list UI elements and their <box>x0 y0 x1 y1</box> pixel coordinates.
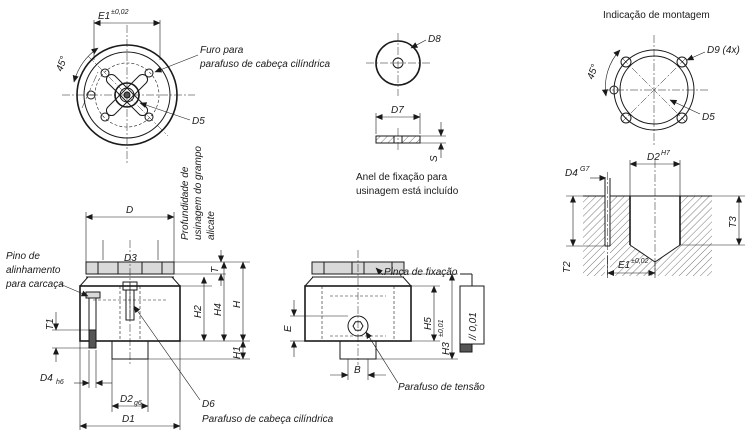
montagem-title: Indicação de montagem <box>603 10 710 21</box>
h4-label: H4 <box>213 303 224 316</box>
d7-label: D7 <box>391 105 404 116</box>
front-view: Pinça de fixação E B Parafuso de tensão … <box>283 250 485 393</box>
t2-label: T2 <box>562 261 573 273</box>
d2-left-tolerance: g6 <box>134 400 142 407</box>
anel-label-line2: usinagem está incluído <box>356 186 459 197</box>
pinca-label: Pinça de fixação <box>384 267 458 278</box>
h-label: H <box>232 300 243 308</box>
angle-right-label: 45° <box>585 63 601 81</box>
t1-label: T1 <box>45 318 56 330</box>
b-label: B <box>354 365 361 376</box>
anel-label-line1: Anel de fixação para <box>356 172 448 183</box>
pino-label-line1: Pino de <box>6 251 40 262</box>
t-label: T <box>210 266 221 273</box>
e1-right-tolerance: ±0,02 <box>631 258 649 265</box>
d2-left-label: D2 <box>120 394 133 405</box>
h2-label: H2 <box>193 305 204 318</box>
d3-label: D3 <box>124 253 137 264</box>
e-label: E <box>283 325 294 332</box>
d2-right-label: D2 <box>647 152 660 163</box>
profundidade-line1: Profundidade de <box>180 166 191 240</box>
profundidade-line3: alicate <box>206 211 217 240</box>
d2-right-tolerance: H7 <box>661 150 671 157</box>
furo-label-line2: parafuso de cabeça cilíndrica <box>199 59 331 70</box>
d6-label: D6 <box>202 399 215 410</box>
d5-right-label: D5 <box>702 112 715 123</box>
d9-label: D9 (4x) <box>707 45 740 56</box>
h1-label: H1 <box>232 346 243 359</box>
d4-right-tolerance: G7 <box>580 166 590 173</box>
parafuso-tensao-label: Parafuso de tensão <box>398 382 485 393</box>
pino-label-line3: para carcaça <box>5 279 64 290</box>
flatness-tolerance: // 0,01 <box>468 312 479 341</box>
e1-right-label: E1 <box>618 260 630 271</box>
d4-right-label: D4 <box>565 168 578 179</box>
d4-left-tolerance: h6 <box>56 379 64 386</box>
top-view: E1 ±0,02 45° Furo para <box>54 9 331 165</box>
angle-top-label: 45° <box>54 55 70 73</box>
d-label: D <box>126 205 133 216</box>
h5-label: H5 <box>423 317 434 330</box>
furo-label-line1: Furo para <box>200 45 244 56</box>
h3-tolerance: ±0,01 <box>438 319 445 337</box>
d1-label: D1 <box>122 414 135 425</box>
mounting-indication: Indicação de montagem 45° D9 (4x) D5 <box>585 10 740 145</box>
side-view: Profundidade de usinagem do grampo alica… <box>5 146 334 430</box>
profundidade-line2: usinagem do grampo <box>193 146 204 240</box>
d8-label: D8 <box>428 34 441 45</box>
mounting-section: D2 H7 D4 G7 T3 T2 <box>562 150 745 278</box>
e1-top-tolerance: ±0,02 <box>111 9 129 16</box>
h3-label: H3 <box>441 342 452 355</box>
t3-label: T3 <box>728 216 739 228</box>
d5-top-label: D5 <box>192 116 205 127</box>
e1-top-label: E1 <box>98 11 110 22</box>
parafuso-cil-label: Parafuso de cabeça cilíndrica <box>202 414 334 425</box>
pino-label-line2: alinhamento <box>6 265 61 276</box>
s-label: S <box>429 155 440 162</box>
d4-left-label: D4 <box>40 373 53 384</box>
ring-drawing: D8 D7 S Anel de fixação para usinagem es… <box>356 33 459 197</box>
